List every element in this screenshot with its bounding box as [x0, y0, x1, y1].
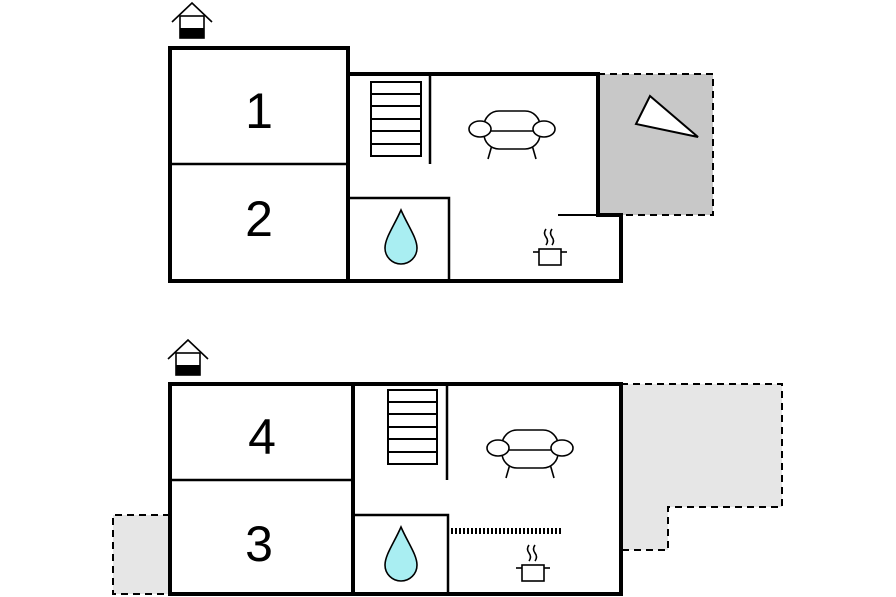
- bathroom-drop-icon: [384, 208, 418, 265]
- sofa-icon: [486, 429, 574, 479]
- terrace-area-bottom-right: [621, 383, 783, 551]
- kitchen-pot-icon: [516, 544, 550, 582]
- bathroom-drop-icon: [384, 525, 418, 582]
- floor-plan-top: 1 2: [168, 1, 714, 283]
- stairs-icon: [370, 81, 422, 157]
- sofa-icon: [468, 110, 556, 160]
- room-number-3: 3: [245, 516, 273, 572]
- room-number-1: 1: [245, 83, 273, 139]
- stairs-icon: [387, 389, 438, 465]
- bathroom-wall: [346, 196, 451, 283]
- floor-plan-bottom: 4 3: [112, 338, 783, 596]
- house-floor-icon: [167, 338, 209, 376]
- compass-triangle-icon: [634, 94, 699, 138]
- terrace-area-bottom-left: [112, 514, 170, 595]
- room-number-2: 2: [245, 191, 273, 247]
- kitchen-pot-icon: [533, 228, 567, 266]
- house-floor-icon: [171, 1, 213, 39]
- terrace-area-top: [598, 73, 714, 216]
- bathroom-wall: [351, 513, 450, 596]
- room-number-4: 4: [248, 409, 276, 465]
